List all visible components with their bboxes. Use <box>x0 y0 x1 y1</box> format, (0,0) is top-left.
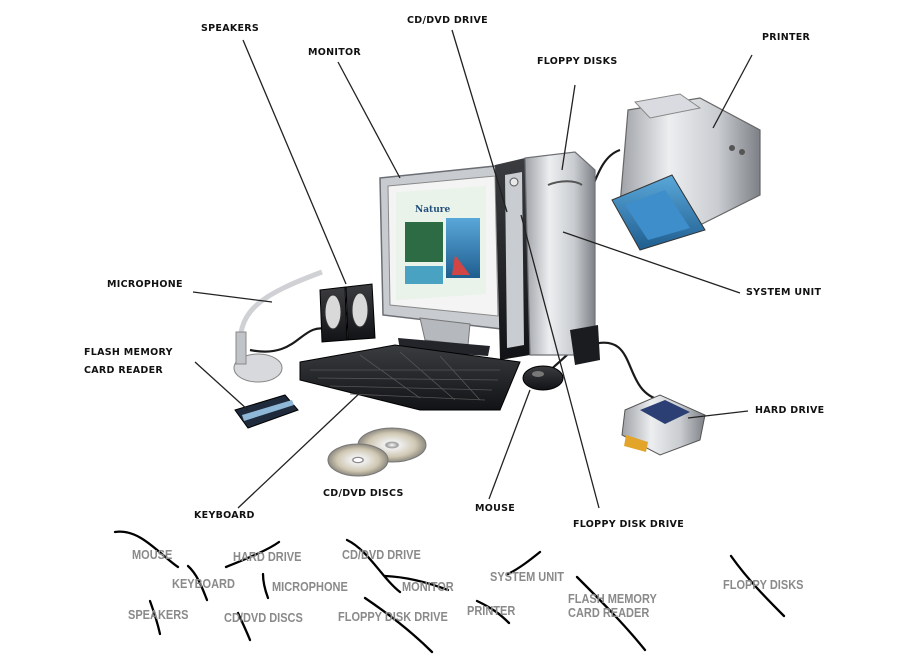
word-bank-item: PRINTER <box>467 604 516 618</box>
label-cd-dvd-drive: CD/DVD DRIVE <box>407 15 488 26</box>
word-bank-item: CARD READER <box>568 606 650 621</box>
word-bank-item: MOUSE <box>132 548 173 562</box>
label-cd-dvd-discs: CD/DVD DISCS <box>323 488 404 499</box>
word-bank-item: SPEAKERS <box>128 608 189 622</box>
word-bank-item: MONITOR <box>402 580 454 594</box>
word-bank-item: FLOPPY DISK DRIVE <box>338 610 448 624</box>
leader-lines <box>192 29 753 509</box>
speakers-illustration <box>319 283 376 343</box>
label-speakers: SPEAKERS <box>201 23 260 34</box>
cd-dvd-discs-illustration <box>327 427 427 477</box>
word-bank-item: HARD DRIVE <box>233 550 302 564</box>
cross-out-scribbles <box>113 530 786 654</box>
label-flash-memory-card-reader: FLASH MEMORY CARD READER <box>84 344 173 380</box>
printer-illustration <box>611 93 761 251</box>
monitor-illustration: Nature <box>379 164 511 356</box>
word-bank-item: CD/DVD DRIVE <box>342 548 421 562</box>
hard-drive-illustration <box>621 394 706 456</box>
label-hard-drive: HARD DRIVE <box>755 405 825 416</box>
label-keyboard: KEYBOARD <box>194 510 255 521</box>
label-floppy-disk-drive: FLOPPY DISK DRIVE <box>573 519 685 530</box>
word-bank-item: KEYBOARD <box>172 577 235 591</box>
label-system-unit: SYSTEM UNIT <box>746 287 822 298</box>
system-unit-illustration <box>495 151 600 365</box>
word-bank-item: MICROPHONE <box>272 580 348 594</box>
label-monitor: MONITOR <box>308 47 361 58</box>
microphone-illustration <box>233 269 323 383</box>
word-bank-item: SYSTEM UNIT <box>490 570 564 584</box>
word-bank-item: CD/DVD DISCS <box>224 611 303 625</box>
label-flash-line2: CARD READER <box>84 365 163 377</box>
flash-card-reader-illustration <box>234 394 299 429</box>
label-flash-line1: FLASH MEMORY <box>84 347 173 358</box>
label-mouse: MOUSE <box>475 503 516 514</box>
keyboard-illustration <box>299 344 521 411</box>
word-bank-item: FLASH MEMORY <box>568 592 657 606</box>
word-bank-item: FLOPPY DISKS <box>723 578 804 592</box>
mouse-illustration <box>522 365 564 391</box>
screen-banner: Nature <box>415 205 451 215</box>
label-printer: PRINTER <box>762 32 811 43</box>
label-floppy-disks: FLOPPY DISKS <box>537 56 618 67</box>
word-bank-item-flash: FLASH MEMORY CARD READER <box>568 592 657 621</box>
label-microphone: MICROPHONE <box>107 279 183 290</box>
